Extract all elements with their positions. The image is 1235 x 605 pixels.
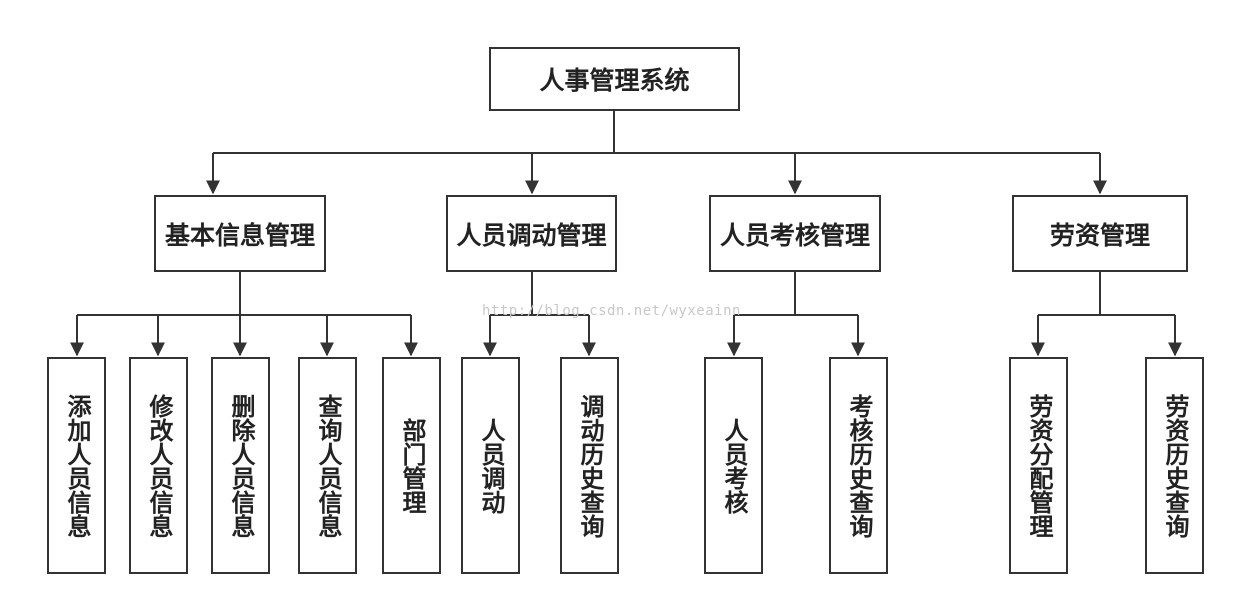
leaf-node-add-staff: 添加人员信息: [47, 357, 106, 574]
branch-node-transfer: 人员调动管理: [446, 195, 617, 272]
leaf-node-payroll-allocation: 劳资分配管理: [1009, 357, 1068, 574]
leaf-node-label: 劳资历史查询: [1161, 393, 1189, 538]
branch-node-assessment: 人员考核管理: [709, 195, 881, 272]
branch-node-label: 劳资管理: [1049, 220, 1150, 250]
watermark-text: http://blog.csdn.net/wyxeainn: [482, 303, 741, 319]
leaf-node-label: 添加人员信息: [63, 393, 91, 538]
leaf-node-label: 人员考核: [720, 417, 748, 514]
leaf-node-query-staff: 查询人员信息: [298, 357, 357, 574]
leaf-node-department: 部门管理: [382, 357, 441, 574]
leaf-node-label: 考核历史查询: [845, 393, 873, 538]
leaf-node-label: 人员调动: [477, 417, 505, 514]
root-node-label: 人事管理系统: [539, 66, 690, 95]
leaf-node-transfer-history: 调动历史查询: [560, 357, 619, 574]
leaf-node-edit-staff: 修改人员信息: [129, 357, 188, 574]
leaf-node-staff-assessment: 人员考核: [704, 357, 763, 574]
leaf-node-payroll-history: 劳资历史查询: [1145, 357, 1204, 574]
leaf-node-label: 修改人员信息: [145, 393, 173, 538]
leaf-node-staff-transfer: 人员调动: [461, 357, 520, 574]
branch-node-payroll: 劳资管理: [1012, 195, 1188, 272]
leaf-node-label: 删除人员信息: [227, 393, 255, 538]
branch-node-label: 人员调动管理: [456, 220, 607, 250]
leaf-node-assessment-history: 考核历史查询: [829, 357, 888, 574]
branch-node-basic-info: 基本信息管理: [154, 195, 326, 272]
branch-node-label: 人员考核管理: [719, 220, 870, 250]
root-node: 人事管理系统: [489, 47, 740, 111]
leaf-node-label: 调动历史查询: [576, 393, 604, 538]
branch-node-label: 基本信息管理: [164, 220, 315, 250]
leaf-node-label: 查询人员信息: [314, 393, 342, 538]
leaf-node-label: 部门管理: [398, 417, 426, 514]
leaf-node-delete-staff: 删除人员信息: [211, 357, 270, 574]
leaf-node-label: 劳资分配管理: [1025, 393, 1053, 538]
